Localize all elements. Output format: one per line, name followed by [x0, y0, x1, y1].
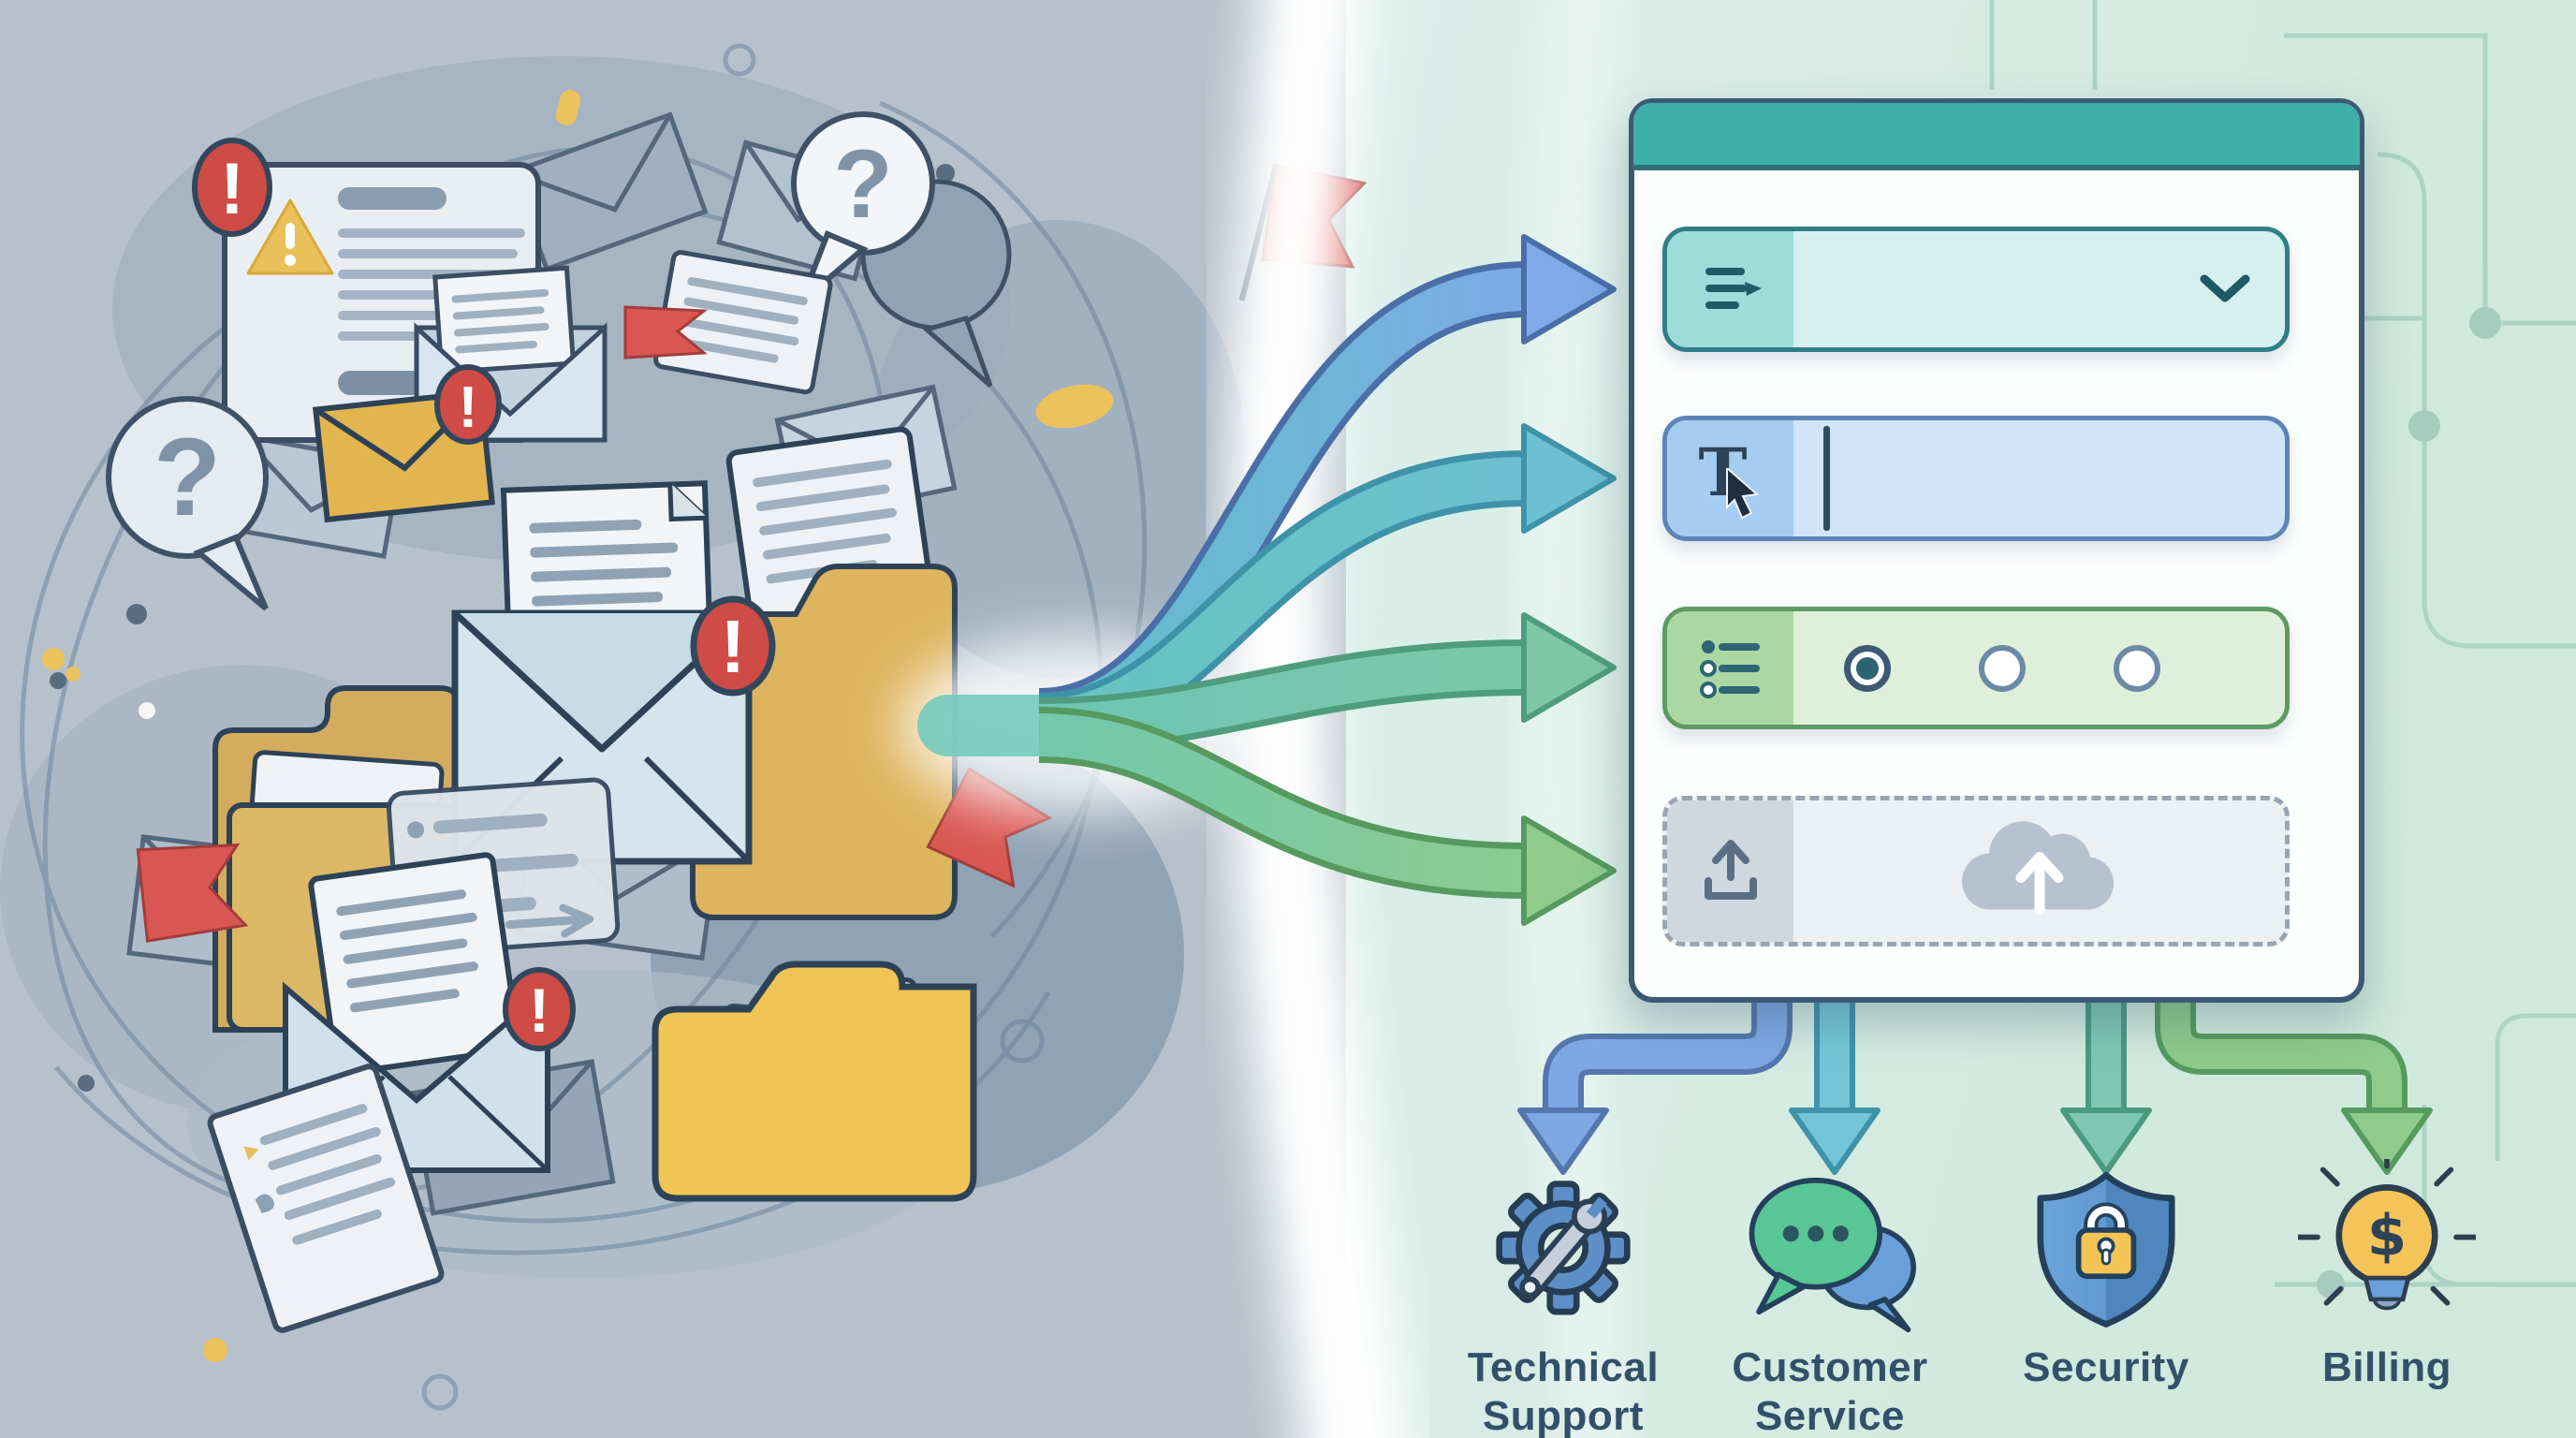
- radio-option-1[interactable]: [1844, 644, 1891, 692]
- arrow-to-customer-service: [1789, 1000, 1881, 1175]
- dropdown-value-area[interactable]: [1793, 231, 2285, 347]
- category-billing: $ Billing: [2265, 1143, 2509, 1392]
- paper-note: [207, 1064, 445, 1333]
- bullet-list-icon: [1699, 639, 1760, 698]
- svg-text:?: ?: [833, 130, 893, 239]
- radio-options: [1844, 644, 2160, 692]
- red-flag: [136, 843, 249, 943]
- panel-title-bar: [1633, 103, 2360, 170]
- paper-note: [653, 250, 833, 395]
- text-input-area[interactable]: [1793, 420, 2285, 536]
- rays: [2295, 1143, 2479, 1306]
- svg-text:!: !: [459, 375, 478, 440]
- dropdown-field[interactable]: [1662, 227, 2290, 352]
- green-bubble: [1749, 1177, 1882, 1315]
- chevron-down-icon[interactable]: [2199, 273, 2251, 305]
- alert-badge: !: [434, 364, 502, 445]
- yellow-folder: [651, 961, 977, 1202]
- arrow-to-security: [2060, 1000, 2152, 1175]
- chat-bubbles-icon: [1749, 1177, 1917, 1333]
- svg-text:!: !: [721, 605, 746, 688]
- open-envelope: [414, 265, 607, 443]
- category-arrows: [1517, 1000, 2433, 1175]
- form-panel: T: [1629, 98, 2364, 1003]
- radio-icon-box: [1667, 611, 1793, 725]
- file-upload-field[interactable]: [1662, 796, 2290, 946]
- radio-option-3[interactable]: [2114, 644, 2160, 692]
- alert-badge: !: [192, 138, 272, 237]
- svg-text:$: $: [2367, 1203, 2407, 1269]
- red-flag: [623, 305, 709, 360]
- svg-text:!: !: [220, 147, 244, 229]
- routing-arrows: [1037, 234, 1617, 926]
- shield-lock-icon: [2037, 1171, 2175, 1328]
- warning-triangle-icon: [246, 198, 334, 275]
- lightbulb-dollar-icon: $: [2295, 1143, 2479, 1311]
- question-bubble: ?: [106, 396, 269, 611]
- text-input-field[interactable]: T: [1662, 416, 2290, 541]
- radio-option-2[interactable]: [1979, 644, 2026, 692]
- gear-wrench-icon: [1496, 1181, 1631, 1315]
- scatter-dots: [42, 90, 1114, 1362]
- arrow-to-billing: [2155, 1000, 2433, 1175]
- dropdown-icon-box: [1667, 231, 1793, 347]
- upload-icon-box: [1667, 800, 1793, 942]
- menu-lines-icon: [1705, 268, 1762, 309]
- svg-text:?: ?: [154, 416, 221, 539]
- cloud-upload-icon: [1961, 820, 2114, 915]
- cursor-icon: [1725, 468, 1759, 520]
- main-envelope: [451, 480, 753, 865]
- arrow-to-technical-support: [1517, 1000, 1793, 1175]
- category-label: Billing: [2322, 1344, 2452, 1390]
- category-label: Security: [2023, 1344, 2189, 1390]
- upload-tray-icon: [1704, 839, 1757, 900]
- radio-group-field[interactable]: [1662, 607, 2290, 729]
- text-icon-box: T: [1667, 420, 1793, 536]
- text-caret: [1823, 426, 1830, 531]
- category-security: Security: [1984, 1159, 2228, 1392]
- arrow-to-upload: [1038, 707, 1617, 926]
- alert-badge: !: [503, 967, 576, 1051]
- lock-icon: [2075, 1202, 2137, 1280]
- alert-badge: !: [690, 595, 776, 697]
- upload-dropzone[interactable]: [1793, 800, 2285, 942]
- svg-text:!: !: [529, 976, 549, 1045]
